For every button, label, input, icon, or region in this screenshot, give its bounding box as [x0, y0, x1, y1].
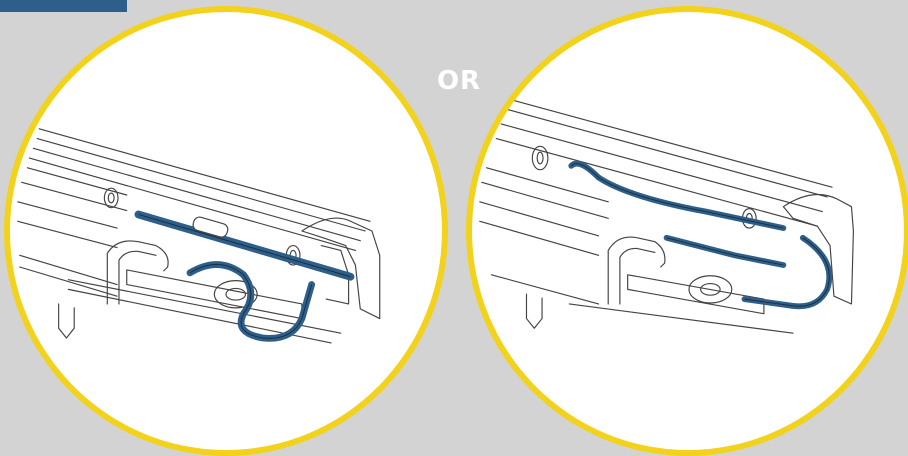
cable-loop	[186, 261, 316, 342]
rail-edge	[26, 167, 128, 196]
rail-edge	[36, 137, 366, 232]
corner-tab	[0, 0, 127, 12]
rail-edge	[17, 201, 118, 229]
rail-edge	[506, 108, 828, 198]
bearing	[103, 187, 119, 209]
cable-routing-option-b	[466, 6, 908, 456]
rail-edge	[490, 274, 600, 305]
rail-edge	[479, 220, 600, 256]
hook-bracket	[607, 236, 666, 305]
rail-edge	[495, 137, 818, 227]
hook-bracket	[619, 247, 656, 305]
rail-edge	[510, 99, 833, 188]
rail-edge	[32, 147, 361, 242]
grommet	[213, 280, 258, 309]
mounting-pin	[525, 293, 543, 329]
end-cap	[782, 193, 854, 305]
rail-illustration-a	[17, 128, 381, 344]
rail-edge	[568, 303, 794, 334]
cable-routing-option-a	[4, 6, 448, 456]
bearing	[536, 151, 544, 165]
rail-edge	[28, 157, 356, 252]
rail-edge	[19, 266, 118, 297]
hook-bracket	[118, 250, 157, 305]
rail-edge	[17, 220, 118, 249]
grommet-inner	[700, 282, 721, 296]
rail-illustration-b	[479, 99, 854, 334]
rail-edge	[38, 128, 371, 222]
mounting-pin	[58, 303, 75, 339]
or-separator-label: OR	[436, 66, 482, 96]
cable-upper	[568, 160, 787, 231]
rail-edge	[21, 181, 128, 212]
end-cap	[301, 217, 381, 320]
cable-sleeve	[192, 216, 229, 238]
rail-edge	[481, 181, 609, 219]
rail-edge	[500, 123, 823, 213]
bearing	[531, 145, 549, 171]
rail-edge	[19, 254, 118, 286]
grommet-inner	[225, 287, 247, 301]
cable-drop	[741, 234, 833, 310]
rail-edge	[479, 201, 600, 237]
rail-edge	[486, 167, 609, 203]
bearing	[107, 192, 115, 204]
carrier-plate	[627, 274, 765, 315]
grommet	[688, 275, 733, 304]
hook-bracket	[106, 240, 169, 305]
